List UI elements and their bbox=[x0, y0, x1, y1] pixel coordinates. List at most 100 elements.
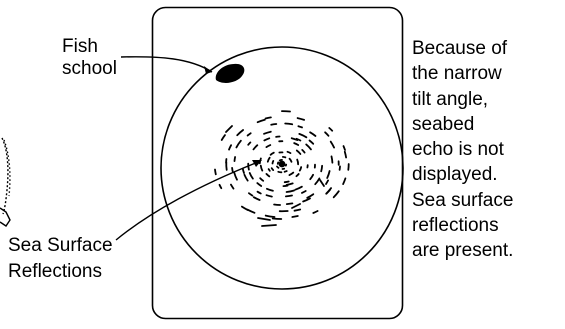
reflection-echo-dash bbox=[296, 174, 298, 176]
reflection-echo-dash bbox=[277, 167, 279, 168]
reflection-echo-dash bbox=[327, 171, 329, 178]
sea-surface-leader bbox=[116, 162, 258, 240]
reflection-echo-dash bbox=[297, 151, 301, 155]
reflection-echo-dash bbox=[302, 191, 306, 193]
reflection-echo-dash bbox=[220, 185, 222, 188]
reflection-echo-dash bbox=[222, 135, 225, 140]
fish-school-echo bbox=[216, 64, 245, 83]
reflection-echo-dash bbox=[310, 175, 313, 179]
reflection-echo-dash bbox=[266, 117, 271, 118]
reflection-echo-dash bbox=[248, 210, 255, 213]
reflection-echo-dash bbox=[300, 167, 301, 171]
reflection-echo-dash bbox=[248, 142, 250, 144]
reflection-echo-dash bbox=[303, 198, 310, 201]
reflection-echo-dash bbox=[226, 126, 232, 132]
reflection-echo-dash bbox=[266, 174, 269, 177]
explanation-line: seabed bbox=[412, 112, 562, 137]
reflection-echo-dash bbox=[262, 225, 276, 226]
reflection-echo-dash bbox=[242, 207, 248, 210]
reflection-echo-dash bbox=[248, 133, 251, 135]
reflection-echo-dash bbox=[295, 187, 302, 190]
reflection-echo-dash bbox=[258, 218, 270, 220]
reflection-echo-dash bbox=[299, 134, 306, 137]
reflection-echo-dash bbox=[278, 172, 281, 173]
reflection-echo-dash bbox=[286, 196, 292, 197]
reflection-echo-dash bbox=[237, 130, 243, 135]
sea-surface-label-line1: Sea Surface bbox=[8, 233, 113, 259]
reflection-echo-dash bbox=[315, 178, 319, 184]
reflection-echo-dash bbox=[298, 118, 305, 120]
reflection-echo-dash bbox=[243, 169, 244, 173]
reflection-echo-dash bbox=[283, 157, 286, 158]
reflection-echo-dash bbox=[307, 194, 313, 198]
reflection-echo-dash bbox=[331, 142, 334, 148]
explanation-line: Sea surface bbox=[412, 188, 562, 213]
reflection-echo-dash bbox=[297, 160, 298, 165]
transducer-outline bbox=[0, 138, 10, 226]
fish-school-label-line2: school bbox=[62, 58, 117, 80]
reflection-echo-dash bbox=[264, 132, 271, 134]
sea-surface-label: Sea Surface Reflections bbox=[8, 233, 113, 285]
reflection-echo-dash bbox=[321, 166, 322, 172]
reflection-echo-dash bbox=[344, 146, 346, 150]
reflection-echo-dash bbox=[287, 203, 293, 204]
reflection-echo-dash bbox=[249, 193, 253, 195]
sea-surface-label-line2: Reflections bbox=[8, 259, 113, 285]
reflection-echo-dash bbox=[235, 157, 236, 161]
explanation-line: tilt angle, bbox=[412, 87, 562, 112]
reflection-echo-dash bbox=[292, 204, 300, 208]
reflection-echo-dash bbox=[231, 185, 234, 189]
reflection-echo-dash bbox=[267, 189, 273, 191]
reflection-echo-dash bbox=[264, 138, 269, 140]
reflection-echo-dash bbox=[266, 145, 270, 147]
reflection-echo-dash bbox=[274, 205, 280, 206]
reflection-echo-dash bbox=[215, 170, 216, 175]
reflection-echo-dash bbox=[289, 173, 293, 176]
reflection-echo-dash bbox=[258, 120, 265, 122]
sonar-range-circle bbox=[161, 47, 403, 289]
reflection-echo-dash bbox=[250, 173, 253, 179]
reflection-echo-dash bbox=[298, 126, 302, 127]
reflection-echo-dash bbox=[267, 195, 272, 196]
reflection-echo-dash bbox=[261, 166, 263, 171]
reflection-echo-dash bbox=[285, 124, 292, 125]
reflection-echo-dash bbox=[272, 168, 274, 170]
explanation-line: the narrow bbox=[412, 61, 562, 86]
reflection-echo-dash bbox=[244, 175, 247, 181]
explanation-line: echo is not bbox=[412, 137, 562, 162]
reflection-echo-dash bbox=[260, 178, 263, 181]
explanation-text: Because of the narrow tilt angle, seabed… bbox=[412, 36, 562, 264]
reflection-echo-dash bbox=[285, 171, 287, 172]
reflection-echo-dash bbox=[326, 180, 328, 184]
reflection-echo-dash bbox=[273, 161, 274, 164]
reflection-echo-dash bbox=[285, 182, 289, 183]
fish-school-label: Fish school bbox=[62, 36, 117, 80]
explanation-line: Because of bbox=[412, 36, 562, 61]
reflection-echo-dash bbox=[273, 219, 282, 220]
explanation-line: displayed. bbox=[412, 162, 562, 187]
fish-school-leader bbox=[121, 57, 212, 72]
reflection-echo-dash bbox=[290, 159, 292, 162]
reflection-echo-dash bbox=[302, 150, 304, 153]
reflection-echo-dash bbox=[257, 183, 261, 186]
reflection-echo-dash bbox=[329, 128, 332, 131]
reflection-echo-dash bbox=[334, 191, 339, 197]
reflection-echo-dash bbox=[287, 183, 293, 185]
reflection-echo-dash bbox=[266, 216, 275, 217]
reflection-echo-dash bbox=[232, 168, 233, 172]
reflection-echo-dash bbox=[313, 211, 317, 213]
reflection-echo-dash bbox=[294, 143, 298, 145]
reflection-echo-dash bbox=[271, 153, 274, 155]
reflection-echo-dash bbox=[234, 173, 237, 180]
reflection-echo-dash bbox=[229, 145, 231, 149]
reflection-echo-dash bbox=[310, 141, 314, 144]
reflection-echo-dash bbox=[283, 186, 287, 187]
reflection-echo-dash bbox=[269, 169, 270, 171]
reflection-echo-dash bbox=[325, 132, 328, 136]
reflection-echo-dash bbox=[288, 152, 291, 153]
reflection-echo-dash bbox=[280, 160, 282, 161]
fish-school-label-line1: Fish bbox=[62, 36, 117, 58]
reflection-echo-dash bbox=[295, 210, 301, 211]
reflection-echo-dash bbox=[320, 180, 324, 186]
